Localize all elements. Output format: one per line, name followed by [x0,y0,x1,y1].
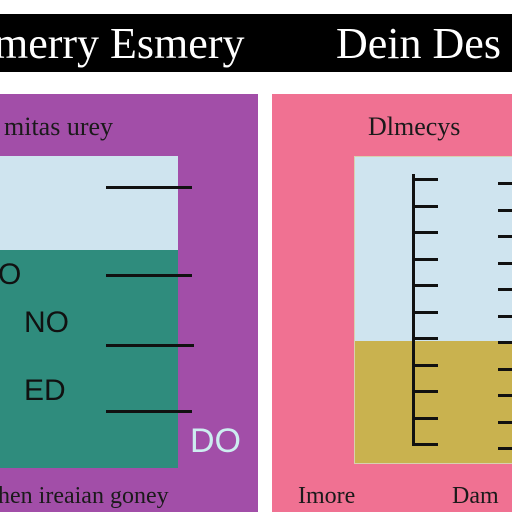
header-bar: merry Esmery Dein Des [0,14,512,72]
rule-line-1 [106,186,192,189]
corner-label: DO [190,422,241,460]
left-panel: mitas urey O NO ED DO hen ireaian goney [0,94,258,512]
right-panel: Dlmecys Imore Dam [272,94,512,512]
rule-line-4 [106,410,192,413]
scale-tick-left [412,390,438,393]
scale-tick-right [498,368,512,371]
scale-tick-right [498,182,512,185]
scale-spine [412,174,415,444]
rule-line-3 [106,344,194,347]
left-panel-title: mitas urey [4,112,114,141]
scale-tick-right [498,209,512,212]
water-sky-area [0,156,178,250]
scale-tick-left [412,417,438,420]
scale-tick-left [412,258,438,261]
scale-tick-right [498,315,512,318]
scale-tick-right [498,447,512,450]
left-panel-footer: hen ireaian goney [0,483,169,509]
scale-tick-left [412,337,438,340]
water-tank [0,156,178,468]
scale-tick-right [498,421,512,424]
gauge-tank [354,156,512,464]
scale-tick-right [498,235,512,238]
scale-tick-left [412,311,438,314]
scale-tick-left [412,178,438,181]
level-label-upper: O [0,258,22,291]
scale-tick-right [498,394,512,397]
right-panel-footer-right: Dam [452,483,499,509]
right-panel-footer-left: Imore [298,483,356,509]
scale-tick-right [498,262,512,265]
header-title-left: merry Esmery [0,19,245,68]
scale-tick-left [412,231,438,234]
gauge-sky-area [355,157,512,341]
header-title-right: Dein Des [336,19,501,68]
scale-tick-right [498,288,512,291]
water-fill [0,250,178,468]
gauge-fill [355,341,512,463]
scale-tick-right [498,341,512,344]
scale-tick-left [412,284,438,287]
right-panel-title: Dlmecys [368,112,461,141]
scale-tick-left [412,364,438,367]
level-label-middle: NO [24,306,69,339]
scale-tick-left [412,443,438,446]
rule-line-2 [106,274,192,277]
scale-tick-left [412,205,438,208]
level-label-lower: ED [24,374,66,407]
